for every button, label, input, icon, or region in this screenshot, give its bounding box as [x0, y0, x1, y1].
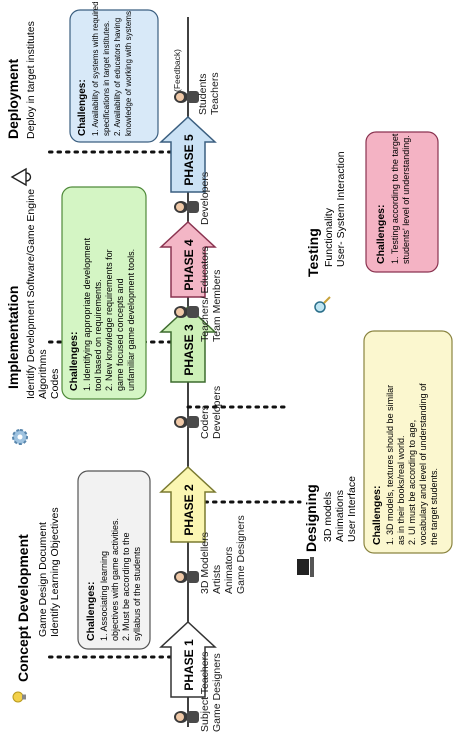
stage-testing: Testing Functionality User- System Inter… [305, 151, 347, 313]
challenge-title: Challenges: [77, 79, 88, 136]
phase-1-label: PHASE 1 [182, 639, 196, 691]
challenge-deployment: Challenges: 1. Availability of systems w… [69, 1, 159, 143]
stage-item: Codes [49, 369, 61, 399]
challenge-box [365, 131, 439, 273]
stage-implementation: Implementation Identify Development Soft… [5, 189, 61, 445]
challenge-line: 1. 3D models, textures should be similar [385, 385, 395, 545]
stage-item: Identify Learning Objectives [49, 507, 61, 637]
launch-icon [10, 167, 32, 187]
stage-concept: Concept Development Game Design Document… [12, 507, 61, 703]
challenge-title: Challenges: [371, 485, 383, 545]
challenge-line: syllabus of the students [132, 546, 142, 641]
person-icon [174, 91, 199, 103]
stage-item: 3D models [322, 492, 334, 542]
stage-designing: Designing 3D models Animations User Inte… [297, 476, 358, 577]
challenge-line: vocabulary and level of understanding of [418, 383, 428, 545]
gear-icon [12, 429, 28, 445]
phase-1-arrow: PHASE 1 [159, 620, 217, 698]
person-icon [174, 201, 199, 213]
phase-1-shape [159, 620, 217, 698]
challenge-line: 1. Testing according to the target [390, 133, 400, 264]
phase-4-shape [159, 220, 217, 298]
challenge-designing: Challenges: 1. 3D models, textures shoul… [363, 330, 453, 554]
stage-item: Deploy in target institutes [25, 21, 37, 139]
challenge-line: 2. New knowledge requirements for [104, 249, 114, 391]
challenge-line: the target students. [429, 468, 439, 545]
stage-item: Identify Development Software/Game Engin… [25, 189, 37, 399]
challenge-line: game focused concepts and [115, 278, 125, 391]
person-icon [174, 306, 199, 318]
magnifier-icon [314, 296, 331, 313]
challenge-line: objectives with game activities. [110, 518, 120, 641]
phase-3-label: PHASE 3 [182, 324, 196, 376]
phase-arrows: PHASE 1 PHASE 2 PHASE 3 PHASE 4 PHASE 5 [159, 115, 217, 698]
challenge-line: students' level of understanding. [401, 135, 411, 264]
phase-4-arrow: PHASE 4 [159, 220, 217, 298]
rotated-layout: PHASE 1 PHASE 2 PHASE 3 PHASE 4 PHASE 5 [5, 1, 453, 732]
people-label: Teachers/ EducatorsTeam Members [199, 246, 223, 342]
phase-2-arrow: PHASE 2 [159, 465, 217, 543]
stage-title: Concept Development [15, 534, 31, 682]
person-icon [174, 416, 199, 428]
people-label: Subject TeachersGame Designers [199, 652, 223, 732]
phase-2-shape [159, 465, 217, 543]
challenge-testing: Challenges: 1. Testing according to the … [365, 131, 439, 273]
stage-title: Deployment [5, 59, 21, 139]
stage-item: User- System Interaction [335, 151, 347, 267]
stage-item: Algorithms [37, 349, 49, 399]
challenge-line: 2. Must be according to the [121, 532, 131, 641]
challenge-title: Challenges: [68, 331, 80, 391]
challenge-box [61, 186, 147, 400]
people-labels: Subject TeachersGame Designers 3D Modell… [172, 49, 247, 732]
challenge-box [69, 9, 159, 143]
challenge-title: Challenges: [375, 204, 387, 264]
challenge-box [363, 330, 453, 554]
phase-3-shape [159, 305, 217, 383]
people-label: CodersDevelopers [199, 386, 223, 439]
challenge-box [77, 470, 151, 650]
stage-item: Game Design Document [37, 522, 49, 637]
challenge-line: 2. Availability of educators having [113, 18, 122, 136]
stage-item: User Interface [346, 476, 358, 542]
phase-5-arrow: PHASE 5 [159, 115, 217, 193]
challenge-line: knowledge of working with systems [124, 11, 133, 136]
challenge-line: 2. UI must be according to age, [407, 420, 417, 545]
people-label: 3D ModellersArtistsAnimatorsGame Designe… [199, 515, 247, 594]
challenge-implementation: Challenges: 1. Identifying appropriate d… [61, 186, 147, 400]
challenge-line: 1. Identifying appropriate development [82, 237, 92, 391]
challenge-line: unfamiliar game development tools. [126, 249, 136, 391]
challenge-line: 1. Availability of systems with required [91, 1, 100, 136]
people-label: Developers [199, 172, 211, 225]
person-icon [174, 571, 199, 583]
challenge-line: as in their books/real world. [396, 435, 406, 545]
lightbulb-icon [12, 691, 26, 703]
phase-5-label: PHASE 5 [182, 134, 196, 186]
phase-4-label: PHASE 4 [182, 239, 196, 291]
phase-5-shape [159, 115, 217, 193]
stage-title: Designing [303, 484, 319, 552]
challenge-line: tool based on requirements. [93, 279, 103, 391]
phase-3-arrow: PHASE 3 [159, 305, 217, 383]
person-icons [174, 91, 199, 723]
stage-title: Implementation [5, 286, 21, 389]
stage-item: Animations [334, 490, 346, 542]
stage-deployment: Deployment Deploy in target institutes [5, 21, 37, 187]
person-icon [174, 711, 199, 723]
challenge-concept: Challenges: 1. Associating learning obje… [77, 470, 151, 650]
challenge-title: Challenges: [85, 581, 97, 641]
challenge-line: specifications in target institutes. [102, 21, 111, 136]
challenge-line: 1. Associating learning [99, 551, 109, 641]
laptop-icon [297, 557, 314, 577]
people-label: StudentsTeachers [197, 72, 221, 115]
phase-2-label: PHASE 2 [182, 484, 196, 536]
stage-item: Functionality [323, 207, 335, 267]
feedback-tag: (Feedback) [172, 49, 182, 92]
stage-title: Testing [305, 228, 321, 277]
